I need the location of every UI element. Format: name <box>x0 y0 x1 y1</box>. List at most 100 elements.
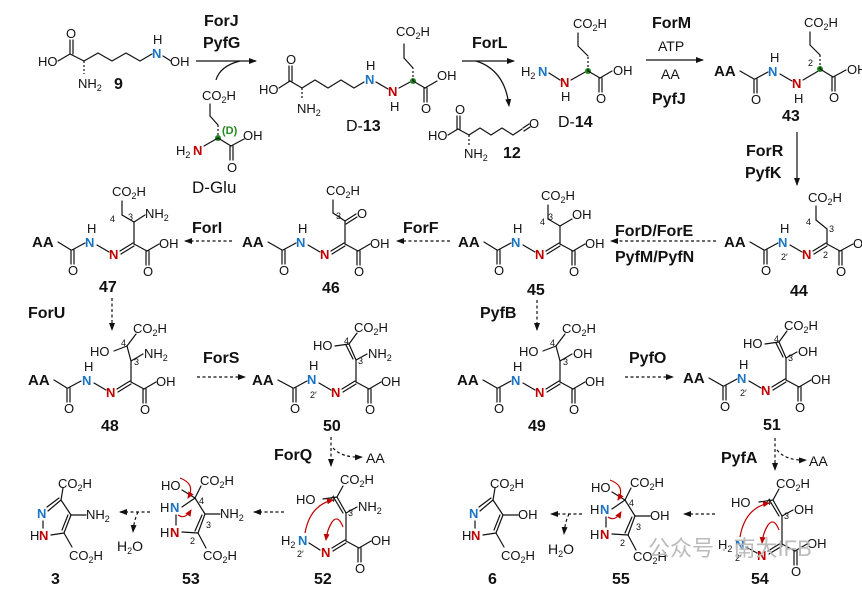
atom-h: H <box>513 359 522 374</box>
atom-h: H <box>366 58 375 73</box>
atom-oh: OH <box>243 128 263 143</box>
atom-oh: OH <box>371 533 391 548</box>
locant-3: 3 <box>563 357 568 367</box>
atom-h: H <box>309 358 318 373</box>
atom-oh: OH <box>585 236 605 251</box>
atom-nh2: NH2 <box>220 506 244 523</box>
atom-o: O <box>365 402 375 417</box>
enzyme-fordfore: ForD/ForE <box>615 223 694 240</box>
locant-4: 4 <box>199 496 204 506</box>
atom-co2h: CO2H <box>200 473 234 490</box>
enzyme-pyfa: PyfA <box>721 450 758 467</box>
atom-ho: HO <box>428 128 448 143</box>
compound-52-structure: H2 N 2′ N 3 NH2 4 HO CO2H OH O <box>281 472 391 576</box>
compound-53-structure: H N H N 4 3 2 NH2 CO2H HO CO2H <box>160 473 244 565</box>
locant-3: 3 <box>348 508 353 518</box>
atom-nh2: NH2 <box>144 346 168 363</box>
atom-o: O <box>494 401 504 416</box>
atom-n-blue: N <box>298 533 307 548</box>
atom-n-blue: N <box>538 64 547 79</box>
atom-o: O <box>357 206 367 221</box>
atom-o: O <box>494 263 504 278</box>
atom-o: O <box>569 264 579 279</box>
atom-oh: OH <box>853 236 862 251</box>
atom-aa: AA <box>252 372 274 389</box>
byproduct-h2o-left: H2O <box>117 538 143 556</box>
atom-oh: OH <box>572 207 592 222</box>
compound-label-48: 48 <box>101 418 119 435</box>
atom-o: O <box>354 264 364 279</box>
locant-2: 2 <box>823 250 828 260</box>
atom-ho: HO <box>731 495 751 510</box>
atom-oh: OH <box>847 62 862 77</box>
atom-hn-blue: H <box>590 502 599 517</box>
atom-nh2: NH2 <box>464 146 488 163</box>
atom-h: H <box>561 89 570 104</box>
atom-n-red: N <box>600 527 609 542</box>
atom-aa: AA <box>28 372 50 389</box>
atom-o: O <box>795 400 805 415</box>
compound-label-12: 12 <box>503 145 521 162</box>
atom-h: H <box>770 50 779 65</box>
enzyme-fori: ForI <box>192 220 222 237</box>
atom-co2h: CO2H <box>804 15 838 32</box>
arrow-push-electron-shift <box>759 521 780 544</box>
enzyme-forl: ForL <box>472 35 508 52</box>
atom-oh: OH <box>650 508 670 523</box>
atom-o: O <box>751 92 761 107</box>
atom-n-red: N <box>388 84 397 99</box>
enzyme-pyfmpyfn: PyfM/PyfN <box>615 249 694 266</box>
atom-n-blue: N <box>511 235 520 250</box>
atom-co2h: CO2H <box>326 183 360 200</box>
compound-9-structure: HO O NH2 N H OH <box>38 26 190 93</box>
locant-3: 3 <box>548 212 553 222</box>
compound-label-50: 50 <box>323 418 341 435</box>
atom-aa: AA <box>714 63 736 80</box>
atom-n-red: N <box>560 75 569 90</box>
atom-aa: AA <box>242 234 264 251</box>
locant-4: 4 <box>121 338 126 348</box>
atom-h: H <box>780 221 789 236</box>
byproduct-aa: AA <box>809 453 828 469</box>
compound-label-9: 9 <box>114 76 123 93</box>
locant-2-prime: 2′ <box>297 549 304 559</box>
arrow-h2o-release <box>130 511 139 533</box>
locant-4: 4 <box>774 334 779 344</box>
atom-co2h: CO2H <box>562 321 596 338</box>
atom-aa: AA <box>32 234 54 251</box>
locant-4: 4 <box>330 494 335 504</box>
atom-o: O <box>143 264 153 279</box>
locant-4: 4 <box>550 338 555 348</box>
enzyme-pyfb: PyfB <box>480 305 516 322</box>
atom-ho: HO <box>519 344 539 359</box>
compound-label-46: 46 <box>322 280 340 297</box>
locant-3: 3 <box>134 357 139 367</box>
atom-co2h: CO2H <box>573 16 607 33</box>
locant-3: 3 <box>358 356 363 366</box>
atom-o: O <box>836 264 846 279</box>
atom-hn-red: H <box>160 525 169 540</box>
atom-h: H <box>298 221 307 236</box>
enzyme-forq: ForQ <box>274 447 312 464</box>
atom-co2h: CO2H <box>340 472 374 489</box>
compound-43-structure: AA O N H N H 2 CO2H OH O <box>714 15 862 107</box>
atom-co2h: CO2H <box>501 548 535 565</box>
atom-n-red: N <box>321 545 330 560</box>
atom-oh: OH <box>437 68 457 83</box>
atom-h2n: H2 <box>176 143 190 160</box>
atom-co2h: CO2H <box>808 190 842 207</box>
atom-ho: HO <box>296 492 316 507</box>
atom-nh2: NH2 <box>358 499 382 516</box>
atom-aa: AA <box>724 234 746 251</box>
arrow-push-lone-pair <box>177 509 192 518</box>
atom-o: O <box>227 160 237 175</box>
atom-o: O <box>286 52 296 67</box>
atom-o: O <box>279 263 289 278</box>
atom-n-blue: N <box>768 64 777 79</box>
compound-label-3: 3 <box>51 571 60 588</box>
atom-h: H <box>87 221 96 236</box>
atom-nh2: NH2 <box>78 76 102 93</box>
arrow-dglu-join <box>215 60 241 81</box>
atom-o: O <box>720 399 730 414</box>
atom-co2h: CO2H <box>203 548 237 565</box>
